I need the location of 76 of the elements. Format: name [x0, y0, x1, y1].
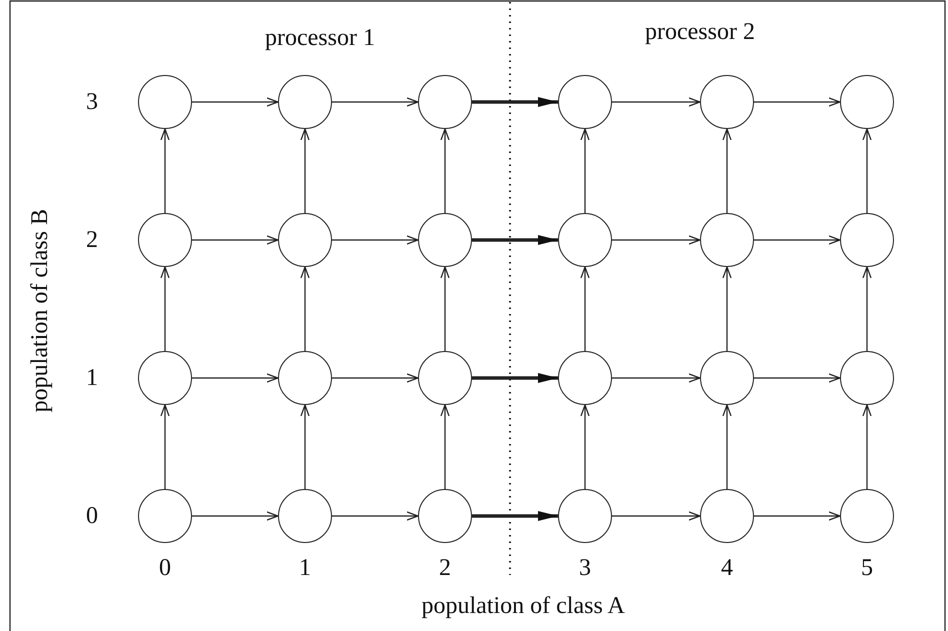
arrow [300, 266, 310, 351]
arrow [472, 373, 558, 383]
state-circle [278, 213, 332, 267]
axis-title: population of class A [422, 594, 625, 618]
arrow [580, 128, 590, 213]
arrow [192, 373, 279, 383]
arrow [300, 128, 310, 213]
axis-tick-label: 0 [86, 504, 98, 528]
axis-tick-label: 3 [579, 556, 591, 580]
axis-title: population of class B [28, 208, 52, 412]
arrow [754, 373, 841, 383]
state-circle [418, 75, 472, 129]
state-circle [138, 75, 192, 129]
arrow [580, 404, 590, 489]
arrow [160, 266, 170, 351]
arrow [192, 97, 279, 107]
panel-heading: processor 2 [645, 20, 755, 44]
axis-tick-label: 1 [299, 556, 311, 580]
arrow [612, 97, 701, 107]
arrow [332, 373, 419, 383]
arrow [332, 97, 419, 107]
state-circle [138, 213, 192, 267]
state-circle [278, 75, 332, 129]
arrow [440, 266, 450, 351]
state-circle [138, 351, 192, 405]
arrow [754, 511, 841, 521]
state-circle [418, 489, 472, 543]
state-circle [418, 213, 472, 267]
axis-tick-label: 1 [86, 366, 98, 390]
arrow [612, 235, 701, 245]
state-circle [700, 489, 754, 543]
arrow [862, 128, 872, 213]
axis-tick-label: 2 [439, 556, 451, 580]
arrow [722, 404, 732, 489]
axis-tick-label: 5 [861, 556, 873, 580]
state-circle [418, 351, 472, 405]
arrow [332, 511, 419, 521]
arrow [472, 235, 558, 245]
arrow [192, 511, 279, 521]
arrow [612, 511, 701, 521]
arrow [472, 511, 558, 521]
state-circle [840, 213, 894, 267]
axis-tick-label: 2 [86, 228, 98, 252]
arrow [754, 97, 841, 107]
state-circle [700, 213, 754, 267]
arrow [722, 266, 732, 351]
state-circle [558, 75, 612, 129]
state-circle [840, 75, 894, 129]
arrow [612, 373, 701, 383]
state-circle [138, 489, 192, 543]
state-circle [558, 489, 612, 543]
arrow [192, 235, 279, 245]
state-circle [558, 351, 612, 405]
state-circle [558, 213, 612, 267]
state-circle [700, 75, 754, 129]
state-circle [840, 489, 894, 543]
state-circle [278, 351, 332, 405]
state-circle [278, 489, 332, 543]
axis-tick-label: 3 [86, 90, 98, 114]
arrow [332, 235, 419, 245]
panel-heading: processor 1 [265, 26, 375, 50]
state-circle [700, 351, 754, 405]
arrow [160, 128, 170, 213]
axis-tick-label: 0 [159, 556, 171, 580]
arrow [440, 128, 450, 213]
arrow [722, 128, 732, 213]
arrow [472, 97, 558, 107]
arrow [862, 404, 872, 489]
arrow [862, 266, 872, 351]
arrow [754, 235, 841, 245]
state-circle [840, 351, 894, 405]
axis-tick-label: 4 [721, 556, 733, 580]
arrow [300, 404, 310, 489]
arrow [440, 404, 450, 489]
arrow [580, 266, 590, 351]
arrow [160, 404, 170, 489]
